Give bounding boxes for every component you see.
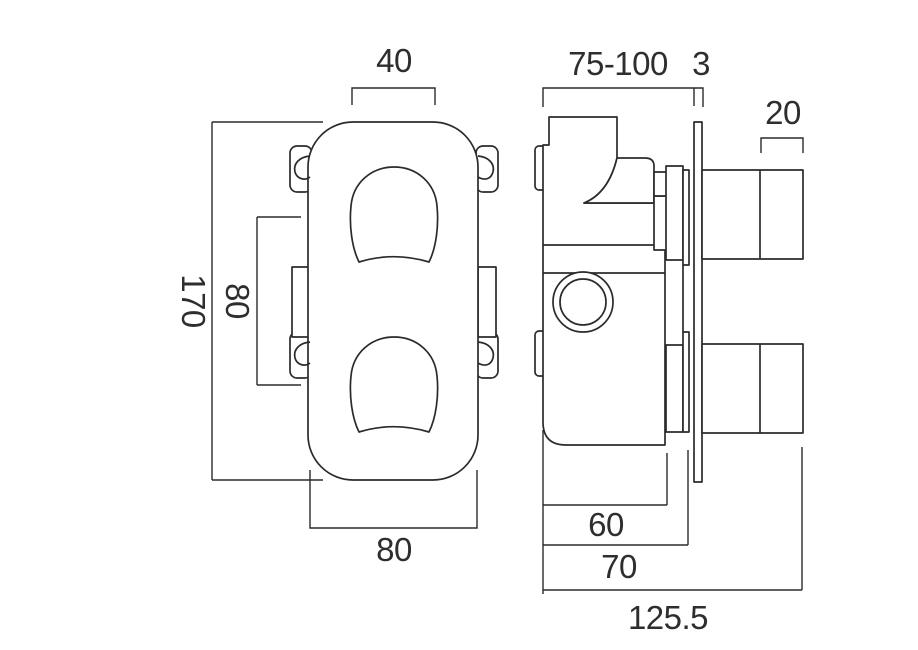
dim-label-knob-width: 40 [376,42,412,79]
dimension-depths: 60 70 125.5 [542,430,803,636]
dimension-knob-width: 40 [351,42,436,105]
fixing-hook-top-right [477,155,495,180]
dim-label-grip-depth: 20 [765,94,801,131]
spacer-top [682,169,690,266]
fixing-hook-top-left [293,155,311,180]
dim-label-total-height: 170 [175,274,212,328]
fixing-hook-bottom-left [293,341,311,366]
handle-profile-top [701,169,804,260]
control-knob-bottom [349,336,439,433]
dim-label-plate-thickness: 3 [692,45,710,82]
dimension-total-height: 170 [175,121,323,481]
side-view: 75-100 3 20 60 70 125.5 [534,45,804,636]
mounting-tab-bottom-right [475,331,499,379]
side-fixing-plate-right [477,266,497,338]
wall-plate-profile [693,121,703,483]
dimension-total-width: 80 [309,470,478,568]
control-knob-top [349,166,439,263]
dim-label-trim-depth: 70 [601,548,637,585]
fixing-hook-bottom-right [477,341,495,366]
dim-label-total-width: 80 [376,531,412,568]
dimension-knob-centres: 80 [219,216,301,386]
outlet-port-outer [552,271,614,333]
sleeve-bottom [665,344,684,433]
mounting-tab-top-right [475,145,499,193]
dimension-grip-depth: 20 [760,94,804,153]
front-view: 40 170 80 80 [175,42,499,568]
dim-label-overall-depth: 125.5 [628,599,708,636]
sleeve-top [665,165,684,261]
handle-profile-bottom [701,343,804,434]
dim-label-body-depth: 60 [588,506,624,543]
spacer-bottom [682,331,690,433]
dimension-wall-depth: 75-100 3 [542,45,710,107]
dim-label-knob-centres: 80 [219,283,256,319]
outlet-port-inner [559,278,607,326]
dim-label-wall-depth-range: 75-100 [568,45,668,82]
